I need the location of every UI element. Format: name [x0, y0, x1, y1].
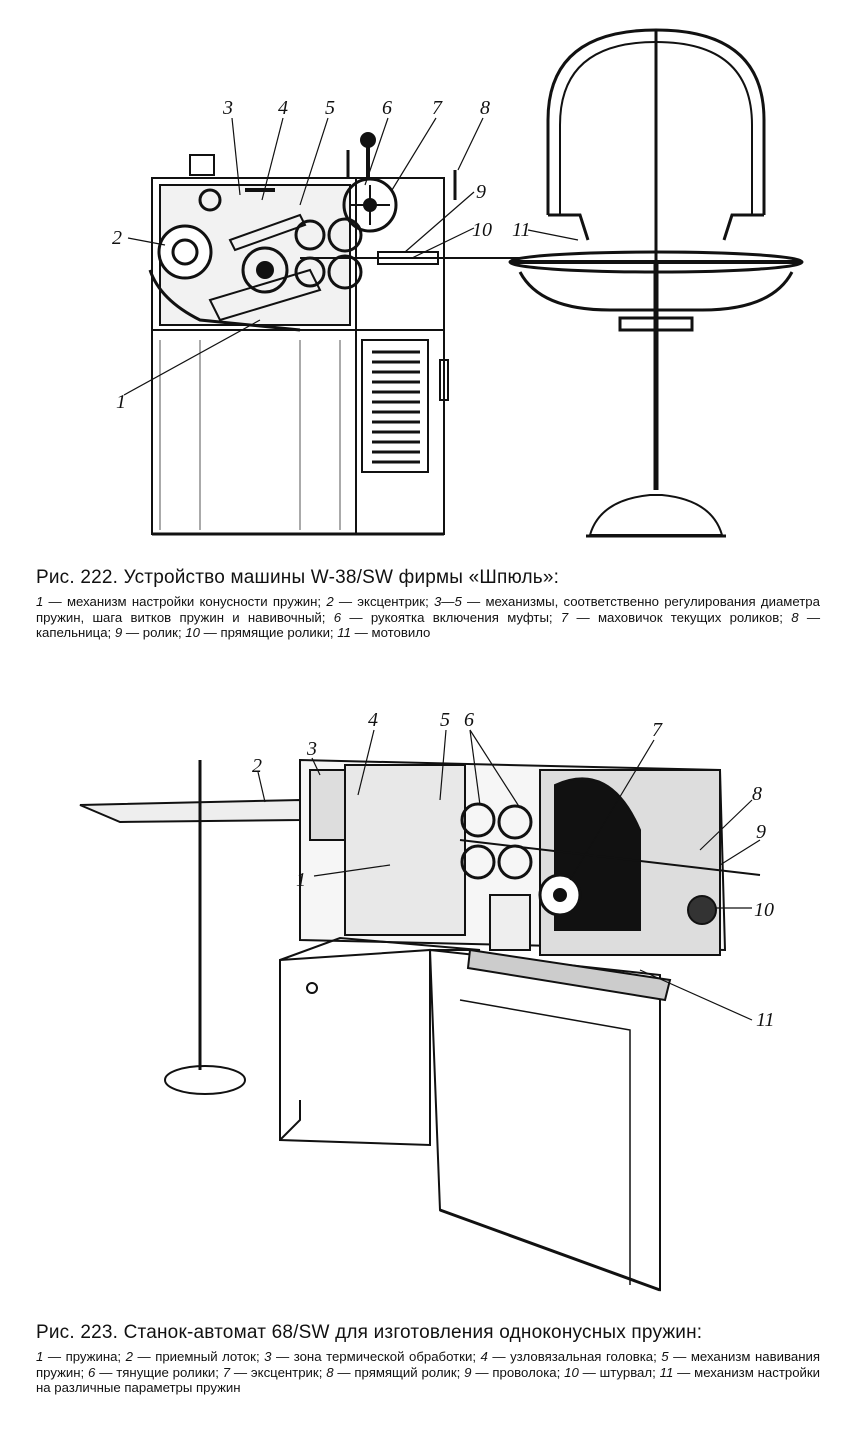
figure-223-legend: 1 — пружина; 2 — приемный лоток; 3 — зон… — [36, 1349, 820, 1396]
legend-item: 10 — штурвал; — [564, 1364, 656, 1380]
callout-10: 10 — [472, 219, 492, 241]
legend-item: 4 — узловязальная головка; — [480, 1349, 657, 1364]
callout-8: 8 — [752, 783, 762, 805]
legend-item: 11 — мотовило — [337, 625, 431, 640]
callout-3: 3 — [222, 97, 233, 119]
machine-w38-illustration: 3 4 5 6 7 8 9 10 11 2 1 — [112, 28, 804, 538]
legend-item: 2 — эксцентрик; — [326, 594, 429, 609]
legend-item: 10 — прямящие ролики; — [185, 625, 334, 640]
figure-222-drawing: 3 4 5 6 7 8 9 10 11 2 1 — [0, 0, 850, 560]
legend-item: 3—5 — механизмы, соответственно регулиро… — [36, 594, 820, 625]
callout-7: 7 — [652, 719, 663, 741]
legend-item: 1 — механизм настройки конусности пружин… — [36, 594, 322, 609]
callout-7: 7 — [432, 97, 443, 119]
callout-11: 11 — [512, 219, 531, 241]
legend-item: 6 — тянущие ролики; — [88, 1364, 219, 1380]
callout-11: 11 — [756, 1009, 775, 1031]
callout-4: 4 — [278, 97, 288, 119]
legend-item: 11 — механизм настройки на различные пар… — [36, 1364, 821, 1396]
callout-10: 10 — [754, 899, 774, 921]
callout-5: 5 — [440, 709, 450, 731]
legend-item: 5 — механизм навивания пружин; — [36, 1349, 820, 1380]
figure-223-drawing: 2 3 4 5 6 7 8 9 10 11 1 — [0, 700, 850, 1310]
legend-item: 9 — проволока; — [464, 1364, 561, 1380]
callout-9: 9 — [756, 821, 766, 843]
legend-item: 6 — рукоятка включения муфты; — [333, 609, 553, 625]
legend-item: 7 — маховичок текущих роликов; — [560, 609, 783, 625]
callout-6: 6 — [464, 709, 474, 731]
callout-1: 1 — [296, 869, 306, 891]
legend-item: 9 — ролик; — [114, 625, 182, 640]
machine-68sw-illustration: 2 3 4 5 6 7 8 9 10 11 1 — [79, 709, 775, 1292]
legend-item: 7 — эксцентрик; — [222, 1364, 323, 1380]
callout-3: 3 — [306, 738, 317, 760]
legend-item: 8 — прямящий ролик; — [326, 1364, 461, 1380]
callout-9: 9 — [476, 181, 486, 203]
legend-item: 2 — приемный лоток; — [125, 1349, 260, 1364]
figure-222-caption-title: Рис. 222. Устройство машины W-38/SW фирм… — [36, 567, 560, 588]
callout-2: 2 — [112, 227, 122, 249]
legend-item: 3 — зона термической обработки; — [264, 1349, 476, 1364]
figure-222-legend: 1 — механизм настройки конусности пружин… — [36, 594, 820, 641]
figure-223-caption-title: Рис. 223. Станок-автомат 68/SW для изгот… — [36, 1322, 703, 1343]
legend-item: 8 — капельница; — [36, 609, 821, 641]
callout-6: 6 — [382, 97, 392, 119]
callout-8: 8 — [480, 97, 490, 119]
callout-1: 1 — [116, 391, 126, 413]
callout-5: 5 — [325, 97, 335, 119]
callout-4: 4 — [368, 709, 378, 731]
legend-item: 1 — пружина; — [36, 1349, 122, 1364]
callout-2: 2 — [252, 755, 262, 777]
